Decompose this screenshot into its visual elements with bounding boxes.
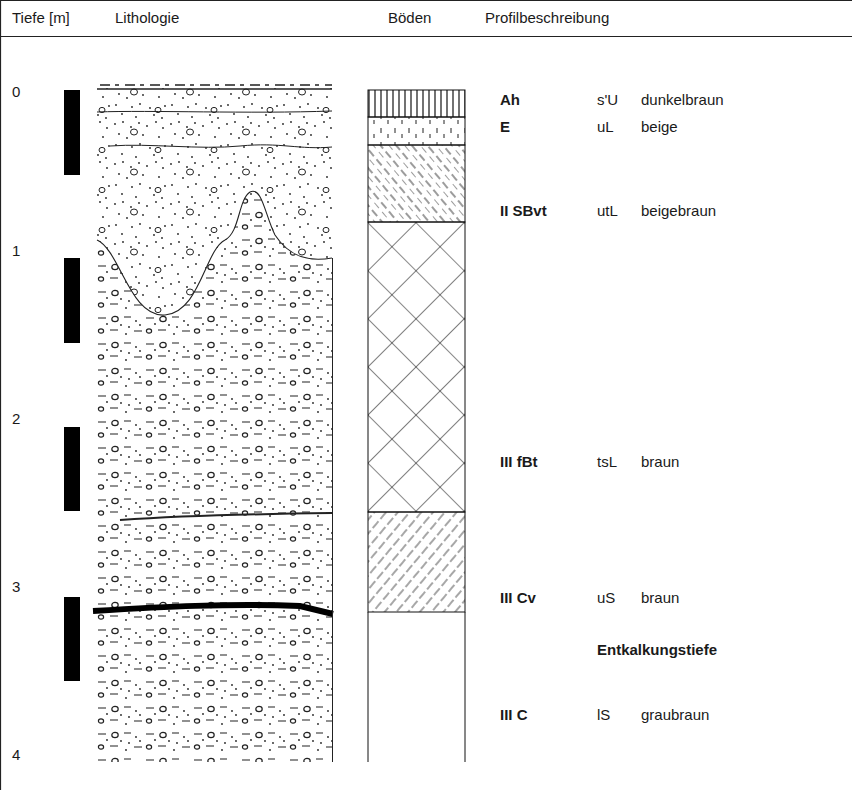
header-label-box: Lithologie bbox=[115, 9, 179, 27]
layer-line bbox=[120, 513, 332, 520]
depth-number: 0 bbox=[12, 83, 20, 100]
texture-code-box: utL bbox=[597, 202, 618, 220]
texture-code: tsL bbox=[597, 453, 617, 470]
horizon-name: E bbox=[500, 118, 510, 135]
texture-code-box: lS bbox=[597, 706, 610, 724]
soil-color-box: graubraun bbox=[641, 706, 709, 724]
horizon-name-box: Ah bbox=[500, 91, 520, 109]
scale-segment bbox=[64, 90, 80, 175]
horizon-band bbox=[368, 612, 465, 762]
depth-number-box: 2 bbox=[12, 410, 20, 428]
layer-line bbox=[97, 88, 332, 89]
depth-number-box: 1 bbox=[12, 242, 20, 260]
horizon-band bbox=[368, 512, 465, 612]
scale-segment bbox=[64, 597, 80, 681]
scale-segment bbox=[64, 427, 80, 511]
depth-number: 3 bbox=[12, 578, 20, 595]
texture-code-box: uS bbox=[597, 589, 615, 607]
soil-column bbox=[368, 90, 465, 762]
header-label: Profilbeschreibung bbox=[485, 9, 609, 26]
texture-code: lS bbox=[597, 706, 610, 723]
horizon-band bbox=[368, 117, 465, 145]
header-label: Böden bbox=[388, 9, 431, 26]
column-edge bbox=[332, 258, 333, 762]
depth-number-box: 4 bbox=[12, 746, 20, 764]
header-label-box: Böden bbox=[388, 9, 431, 27]
surface-line bbox=[100, 84, 332, 86]
horizon-band bbox=[368, 222, 465, 512]
decalcification-line bbox=[93, 605, 333, 614]
horizon-name: III Cv bbox=[500, 589, 536, 606]
horizon-name-box: III fBt bbox=[500, 453, 538, 471]
depth-number-box: 0 bbox=[12, 83, 20, 101]
depth-number: 4 bbox=[12, 746, 20, 763]
soil-color: beigebraun bbox=[641, 202, 716, 219]
header-label-box: Tiefe [m] bbox=[12, 9, 70, 27]
horizon-name-box: III C bbox=[500, 706, 528, 724]
soil-color-box: beigebraun bbox=[641, 202, 716, 220]
depth-number: 1 bbox=[12, 242, 20, 259]
header-rule bbox=[0, 36, 852, 37]
loam-gravel-fill bbox=[97, 191, 332, 762]
horizon-name: II SBvt bbox=[500, 202, 547, 219]
horizon-name: III C bbox=[500, 706, 528, 723]
lithology-column bbox=[93, 85, 333, 762]
soil-color: beige bbox=[641, 118, 678, 135]
texture-code: uL bbox=[597, 118, 614, 135]
horizon-band bbox=[368, 90, 465, 117]
header-label: Tiefe [m] bbox=[12, 9, 70, 26]
horizon-name: Ah bbox=[500, 91, 520, 108]
depth-number: 2 bbox=[12, 410, 20, 427]
layer-line bbox=[110, 145, 332, 148]
horizon-name-box: E bbox=[500, 118, 510, 136]
header-label-box: Profilbeschreibung bbox=[485, 9, 609, 27]
scale-segment bbox=[64, 258, 80, 343]
soil-color-box: braun bbox=[641, 589, 679, 607]
texture-code-box: uL bbox=[597, 118, 614, 136]
depth-scale-bar bbox=[64, 90, 80, 681]
layer-line bbox=[97, 111, 332, 112]
soil-color: graubraun bbox=[641, 706, 709, 723]
boundary-note-box: Entkalkungstiefe bbox=[597, 641, 717, 659]
horizon-name-box: II SBvt bbox=[500, 202, 547, 220]
soil-color: braun bbox=[641, 589, 679, 606]
horizon-name: III fBt bbox=[500, 453, 538, 470]
texture-code: s'U bbox=[597, 91, 618, 108]
horizon-name-box: III Cv bbox=[500, 589, 536, 607]
soil-color-box: dunkelbraun bbox=[641, 91, 724, 109]
soil-color: dunkelbraun bbox=[641, 91, 724, 108]
depth-number-box: 3 bbox=[12, 578, 20, 596]
header-label: Lithologie bbox=[115, 9, 179, 26]
boundary-note: Entkalkungstiefe bbox=[597, 641, 717, 658]
texture-code: utL bbox=[597, 202, 618, 219]
horizon-band bbox=[368, 145, 465, 222]
texture-code-box: tsL bbox=[597, 453, 617, 471]
soil-color-box: braun bbox=[641, 453, 679, 471]
soil-color: braun bbox=[641, 453, 679, 470]
soil-color-box: beige bbox=[641, 118, 678, 136]
texture-code-box: s'U bbox=[597, 91, 618, 109]
tongue-boundary bbox=[97, 191, 332, 315]
texture-code: uS bbox=[597, 589, 615, 606]
